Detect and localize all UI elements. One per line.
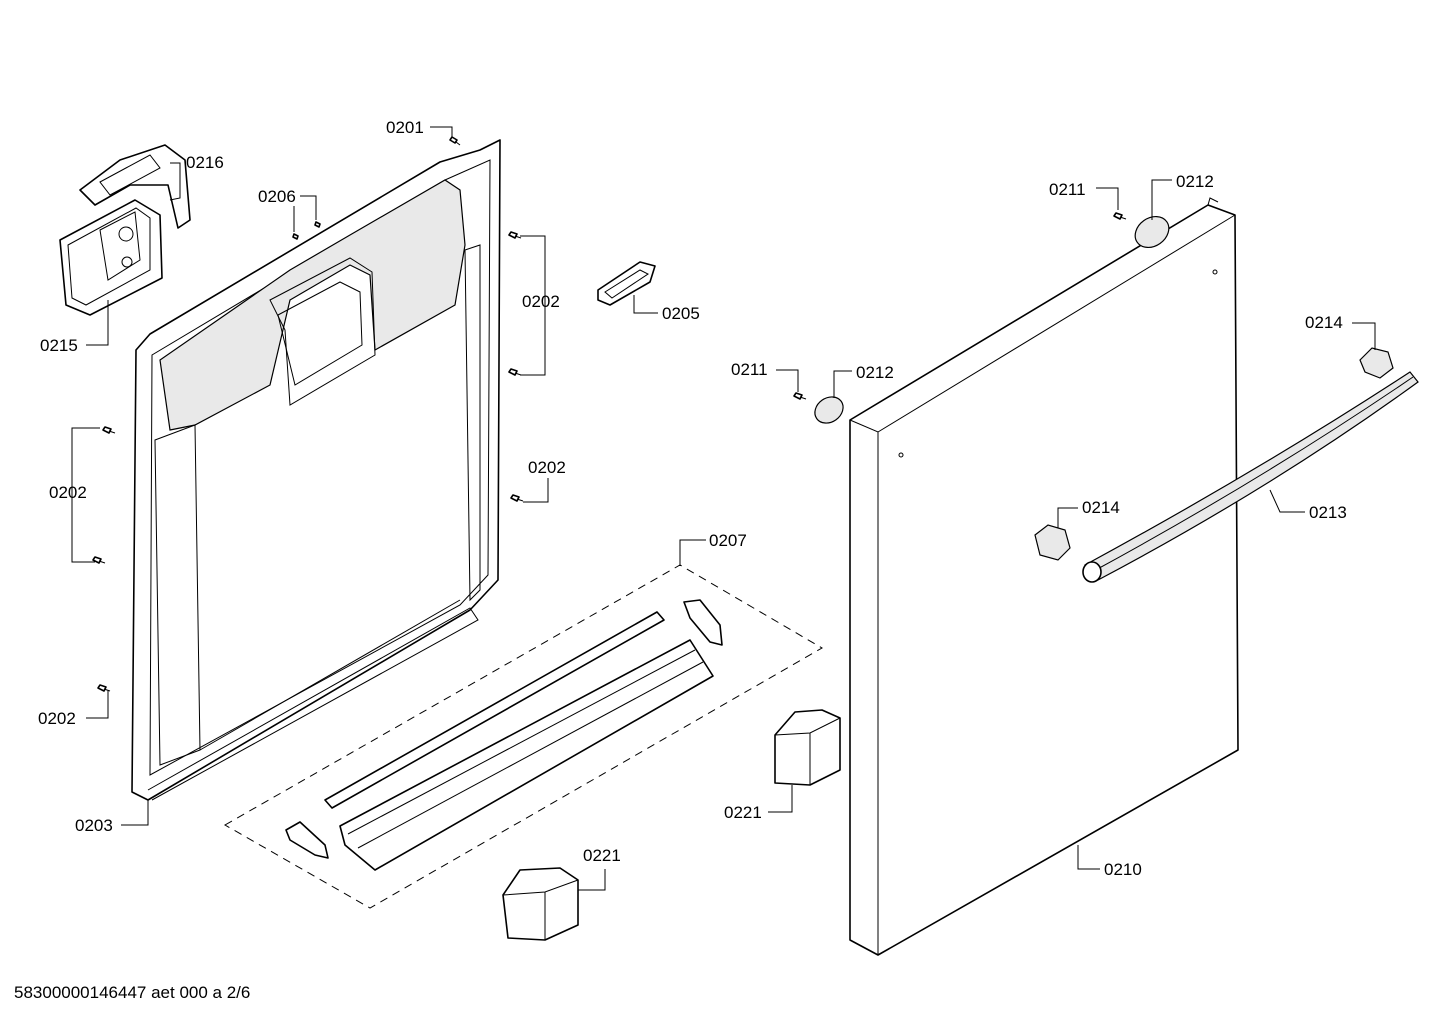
callout-0211-mid: 0211	[731, 360, 768, 379]
outer-door-panel	[849, 197, 1239, 956]
callout-0206: 0206	[258, 187, 296, 206]
callout-0214-right: 0214	[1305, 313, 1343, 332]
callout-0212-top: 0212	[1176, 172, 1214, 191]
callout-0202-right-mid: 0202	[528, 458, 566, 477]
callout-0205: 0205	[662, 304, 700, 323]
inner-door-frame	[131, 139, 501, 801]
callout-0213: 0213	[1309, 503, 1347, 522]
dispenser-cover	[79, 144, 191, 229]
foot-pad-right	[774, 709, 841, 786]
panel-latch	[597, 261, 656, 306]
foot-pad-left	[502, 867, 579, 941]
callout-0202-left-bottom: 0202	[38, 709, 76, 728]
callout-0221-left: 0221	[583, 846, 621, 865]
callout-0202-left-mid: 0202	[49, 483, 87, 502]
washers	[814, 215, 1170, 424]
drawing-id: 58300000146447 aet 000 a 2/6	[14, 983, 250, 1002]
callout-0221-right: 0221	[724, 803, 762, 822]
detergent-dispenser	[59, 199, 163, 316]
screws	[92, 136, 1127, 692]
callout-labels: 0201 0216 0206 0202 0205 0215 0202 0202 …	[38, 118, 1347, 879]
handle-end-caps	[1034, 347, 1394, 561]
callout-0214-mid: 0214	[1082, 498, 1120, 517]
leader-lines	[71, 126, 1376, 891]
callout-0201: 0201	[386, 118, 424, 137]
callout-0215: 0215	[40, 336, 78, 355]
callout-0202-right-top: 0202	[522, 292, 560, 311]
door-handle	[1082, 371, 1419, 583]
hinge-rail-kit	[223, 564, 823, 909]
callout-0207: 0207	[709, 531, 747, 550]
callout-0212-mid: 0212	[856, 363, 894, 382]
callout-0210: 0210	[1104, 860, 1142, 879]
callout-0211-top: 0211	[1049, 180, 1086, 199]
callout-0203: 0203	[75, 816, 113, 835]
callout-0216: 0216	[186, 153, 224, 172]
